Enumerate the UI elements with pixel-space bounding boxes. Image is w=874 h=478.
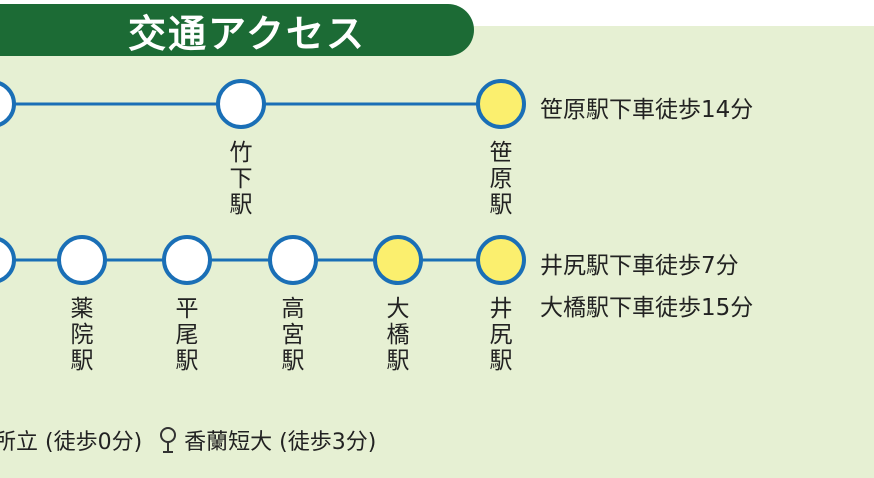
walk-time-note-ohashi: 大橋駅下車徒歩15分 [540,295,754,321]
station-marker-yakuin [57,235,107,285]
station-marker-sasahara [476,79,526,129]
station-label-ohashi: 大橋駅 [386,296,410,374]
station-marker-ohashi [373,235,423,285]
station-marker-hirao [162,235,212,285]
station-marker-ijiri [476,235,526,285]
walk-time-note-ijiri: 井尻駅下車徒歩7分 [540,253,739,279]
station-label-takeshita: 竹下駅 [229,140,253,218]
access-map-panel [0,26,874,478]
section-header: 交通アクセス [0,4,474,56]
station-marker-offscreen [0,81,16,127]
section-title: 交通アクセス [127,11,367,56]
bus-stop-pin-icon [160,427,177,453]
bus-stop-1: 所立 (徒歩0分) [0,430,143,455]
station-label-sasahara: 笹原駅 [489,140,513,218]
station-marker-offscreen [0,237,16,283]
station-marker-takeshita [216,79,266,129]
walk-time-note-sasahara: 笹原駅下車徒歩14分 [540,97,754,123]
bus-stop-footer: 所立 (徒歩0分) 香蘭短大 (徒歩3分) [0,424,376,456]
station-label-ijiri: 井尻駅 [489,296,513,374]
station-marker-takamiya [268,235,318,285]
station-label-hirao: 平尾駅 [175,296,199,374]
station-label-takamiya: 高宮駅 [281,296,305,374]
bus-stop-2: 香蘭短大 (徒歩3分) [184,430,377,455]
station-label-yakuin: 薬院駅 [70,296,94,374]
